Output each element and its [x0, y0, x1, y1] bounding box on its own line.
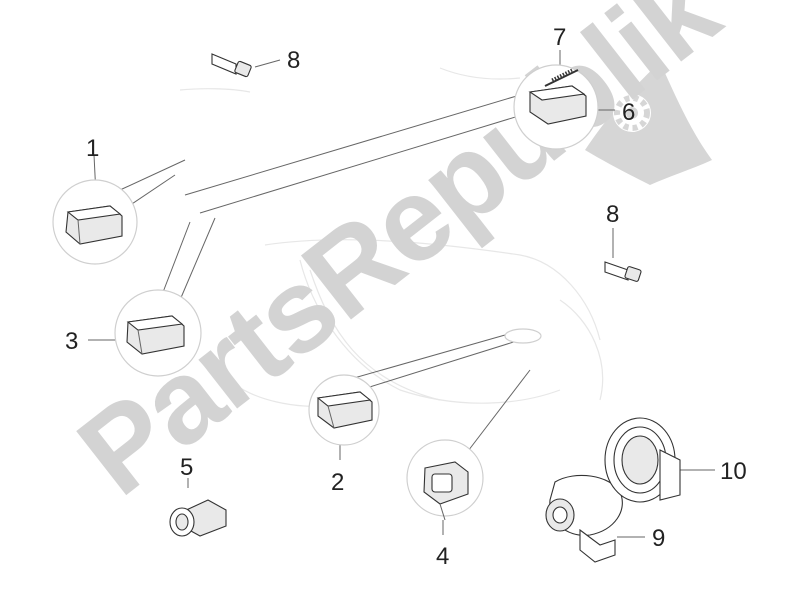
callout-labels: 1 2 3 4 5 6 7 8 8 9 10 [65, 24, 747, 570]
gear-flag-logo-icon [585, 62, 712, 185]
callout-8-right: 8 [606, 201, 619, 228]
part-8-bulb-right [604, 261, 642, 282]
part-4-switch [423, 461, 469, 521]
part-9-ignition [545, 474, 623, 563]
part-7-screw [544, 68, 579, 87]
part-5-lock [169, 499, 227, 537]
callout-2: 2 [331, 469, 344, 496]
callout-1: 1 [86, 135, 99, 162]
callout-4: 4 [436, 543, 449, 570]
part-3-switch [126, 315, 185, 355]
part-6-switch [528, 85, 587, 125]
callout-6: 6 [622, 99, 635, 126]
part-2-switch [316, 391, 373, 429]
callout-9: 9 [652, 525, 665, 552]
callout-7: 7 [553, 24, 566, 51]
vehicle-outline-ghost [179, 67, 604, 407]
callout-5: 5 [180, 454, 193, 481]
callout-8-top: 8 [287, 47, 300, 74]
part-8-bulb-top [211, 53, 252, 78]
callout-3: 3 [65, 328, 78, 355]
part-10-ring [604, 417, 681, 503]
callout-10: 10 [720, 458, 747, 485]
part-1-switch [65, 205, 123, 245]
